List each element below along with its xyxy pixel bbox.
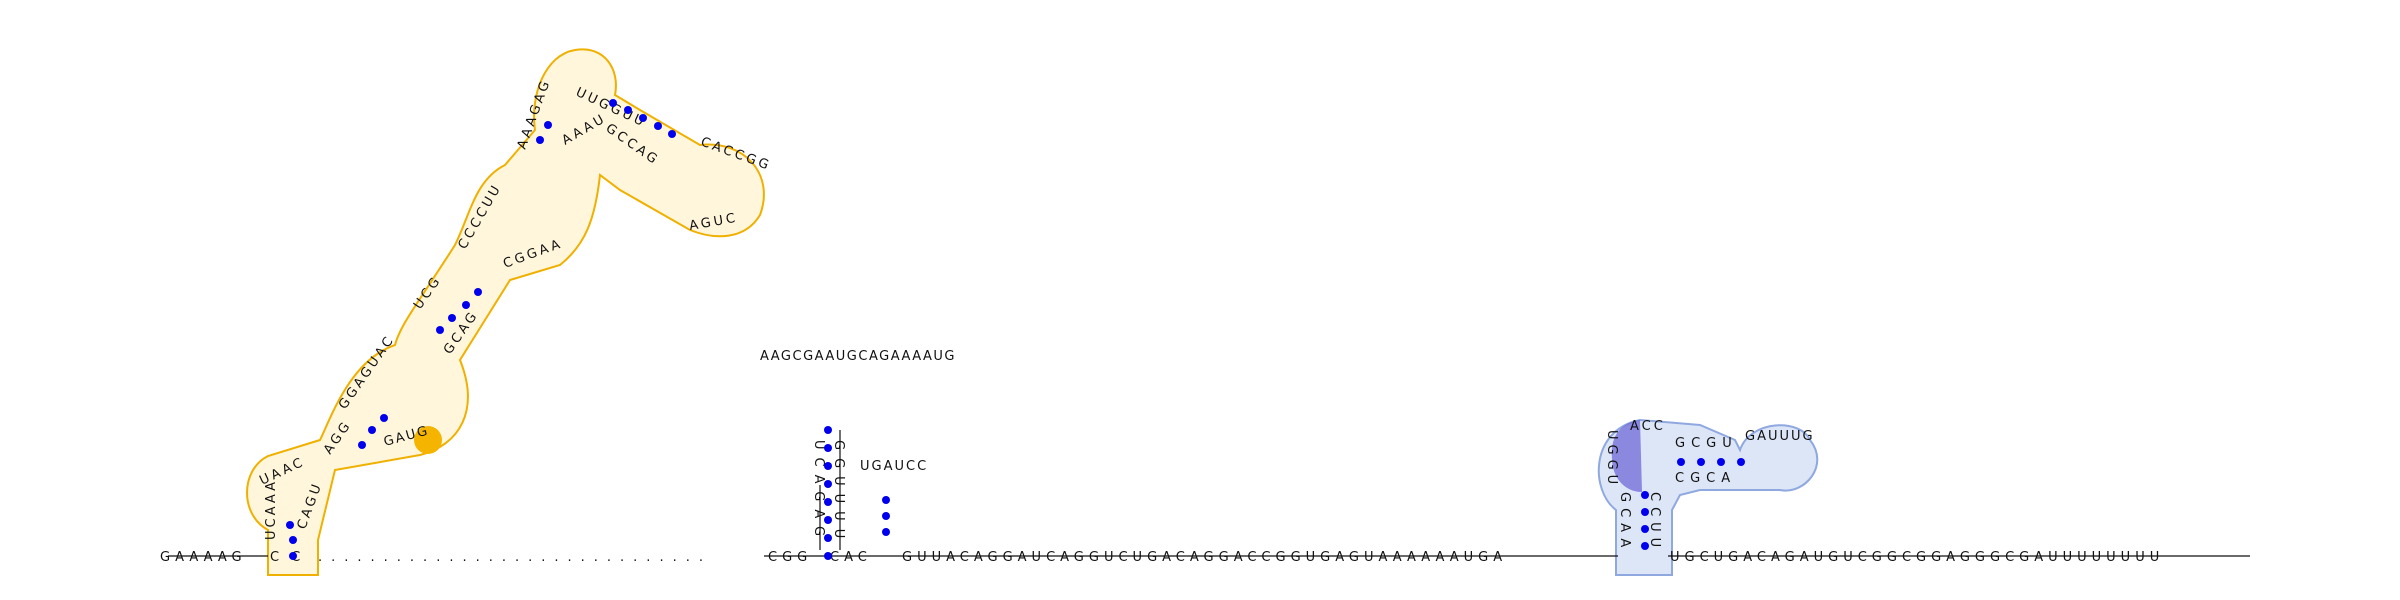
base-pair-dot (474, 288, 482, 296)
connector-2-sequence: CAC (830, 550, 872, 565)
base-pair-dot (1641, 508, 1649, 516)
base-pair-dot (358, 441, 366, 449)
base-pair-dot (824, 498, 832, 506)
base-pair-dots (286, 99, 1745, 560)
black-hairpin-labels: UCAGAG GGUUUU AAGCGAAUGCAGAAAAUG UGAUCC (760, 349, 956, 546)
hairpin-loop: AAGCGAAUGCAGAAAAUG (760, 349, 956, 364)
base-pair-dot (1641, 525, 1649, 533)
base-pair-dot (448, 314, 456, 322)
hairpin-stem-left: UCAGAG (811, 440, 826, 544)
backbone-lines (168, 430, 2250, 557)
five-prime-sequence: GAAAAG (160, 550, 247, 565)
base-pair-dot (639, 114, 647, 122)
blue-hp-loop: GAUUUG (1745, 429, 1815, 444)
base-pair-dot (1641, 491, 1649, 499)
base-pair-dot (624, 106, 632, 114)
base-pair-dot (462, 301, 470, 309)
blue-highlight-region (1597, 418, 1819, 576)
base-pair-dot (436, 326, 444, 334)
base-pair-dot (882, 512, 890, 520)
blue-domain-labels: UGGU GCAA CCUU ACC GCGU CGCA GAUUUG (1604, 419, 1815, 553)
hairpin-small-loop: UGAUCC (860, 459, 928, 474)
base-pair-dot (824, 534, 832, 542)
base-pair-dot (824, 426, 832, 434)
orange-highlight-region (246, 48, 765, 576)
dot-run: .............................. (318, 550, 712, 565)
blue-loop-top: ACC (1630, 419, 1666, 434)
base-pair-dot (536, 136, 544, 144)
base-pair-dot (882, 528, 890, 536)
base-pair-dot (286, 521, 294, 529)
base-pair-dot (289, 536, 297, 544)
base-pair-dot (609, 99, 617, 107)
connector-1-sequence: CGG (768, 550, 812, 565)
orange-motif-blob (414, 426, 442, 454)
blue-stem-right: CCUU (1647, 492, 1662, 553)
base-pair-dot (668, 130, 676, 138)
base-pair-dot (1677, 458, 1685, 466)
base-pair-dot (1697, 458, 1705, 466)
blue-motif-label: UGGU (1604, 430, 1619, 489)
blue-hp-bottom: CGCA (1675, 471, 1736, 486)
base-pair-dot (380, 414, 388, 422)
blue-hp-top: GCGU (1675, 436, 1738, 451)
blue-stem-left: GCAA (1617, 492, 1632, 553)
tail-1-sequence: GUUACAGGAUCAGGUCUGACAGGACCGGUGAGUAAAAAAU… (902, 550, 1507, 565)
base-pair-dot (824, 516, 832, 524)
blue-motif-blob (1611, 420, 1642, 492)
base-pair-dot (1717, 458, 1725, 466)
hairpin-stem-right: GGUUUU (831, 440, 846, 546)
base-pair-dot (1641, 542, 1649, 550)
base-pair-dot (824, 444, 832, 452)
base-pair-dot (824, 480, 832, 488)
baseline-sequence: GAAAAG CC ..............................… (160, 550, 2164, 565)
tail-2-sequence: UGCUGACAGAUGUCGGCGGAGGGCGAUUUUUUUU (1670, 550, 2164, 565)
orange-stem1-left: UCAAA (264, 479, 279, 540)
base-pair-dot (368, 426, 376, 434)
base-pair-dot (824, 552, 832, 560)
base-pair-dot (824, 462, 832, 470)
base-pair-dot (654, 122, 662, 130)
base-pair-dot (544, 121, 552, 129)
base-pair-dot (289, 552, 297, 560)
base-pair-dot (882, 496, 890, 504)
base-pair-dot (1737, 458, 1745, 466)
